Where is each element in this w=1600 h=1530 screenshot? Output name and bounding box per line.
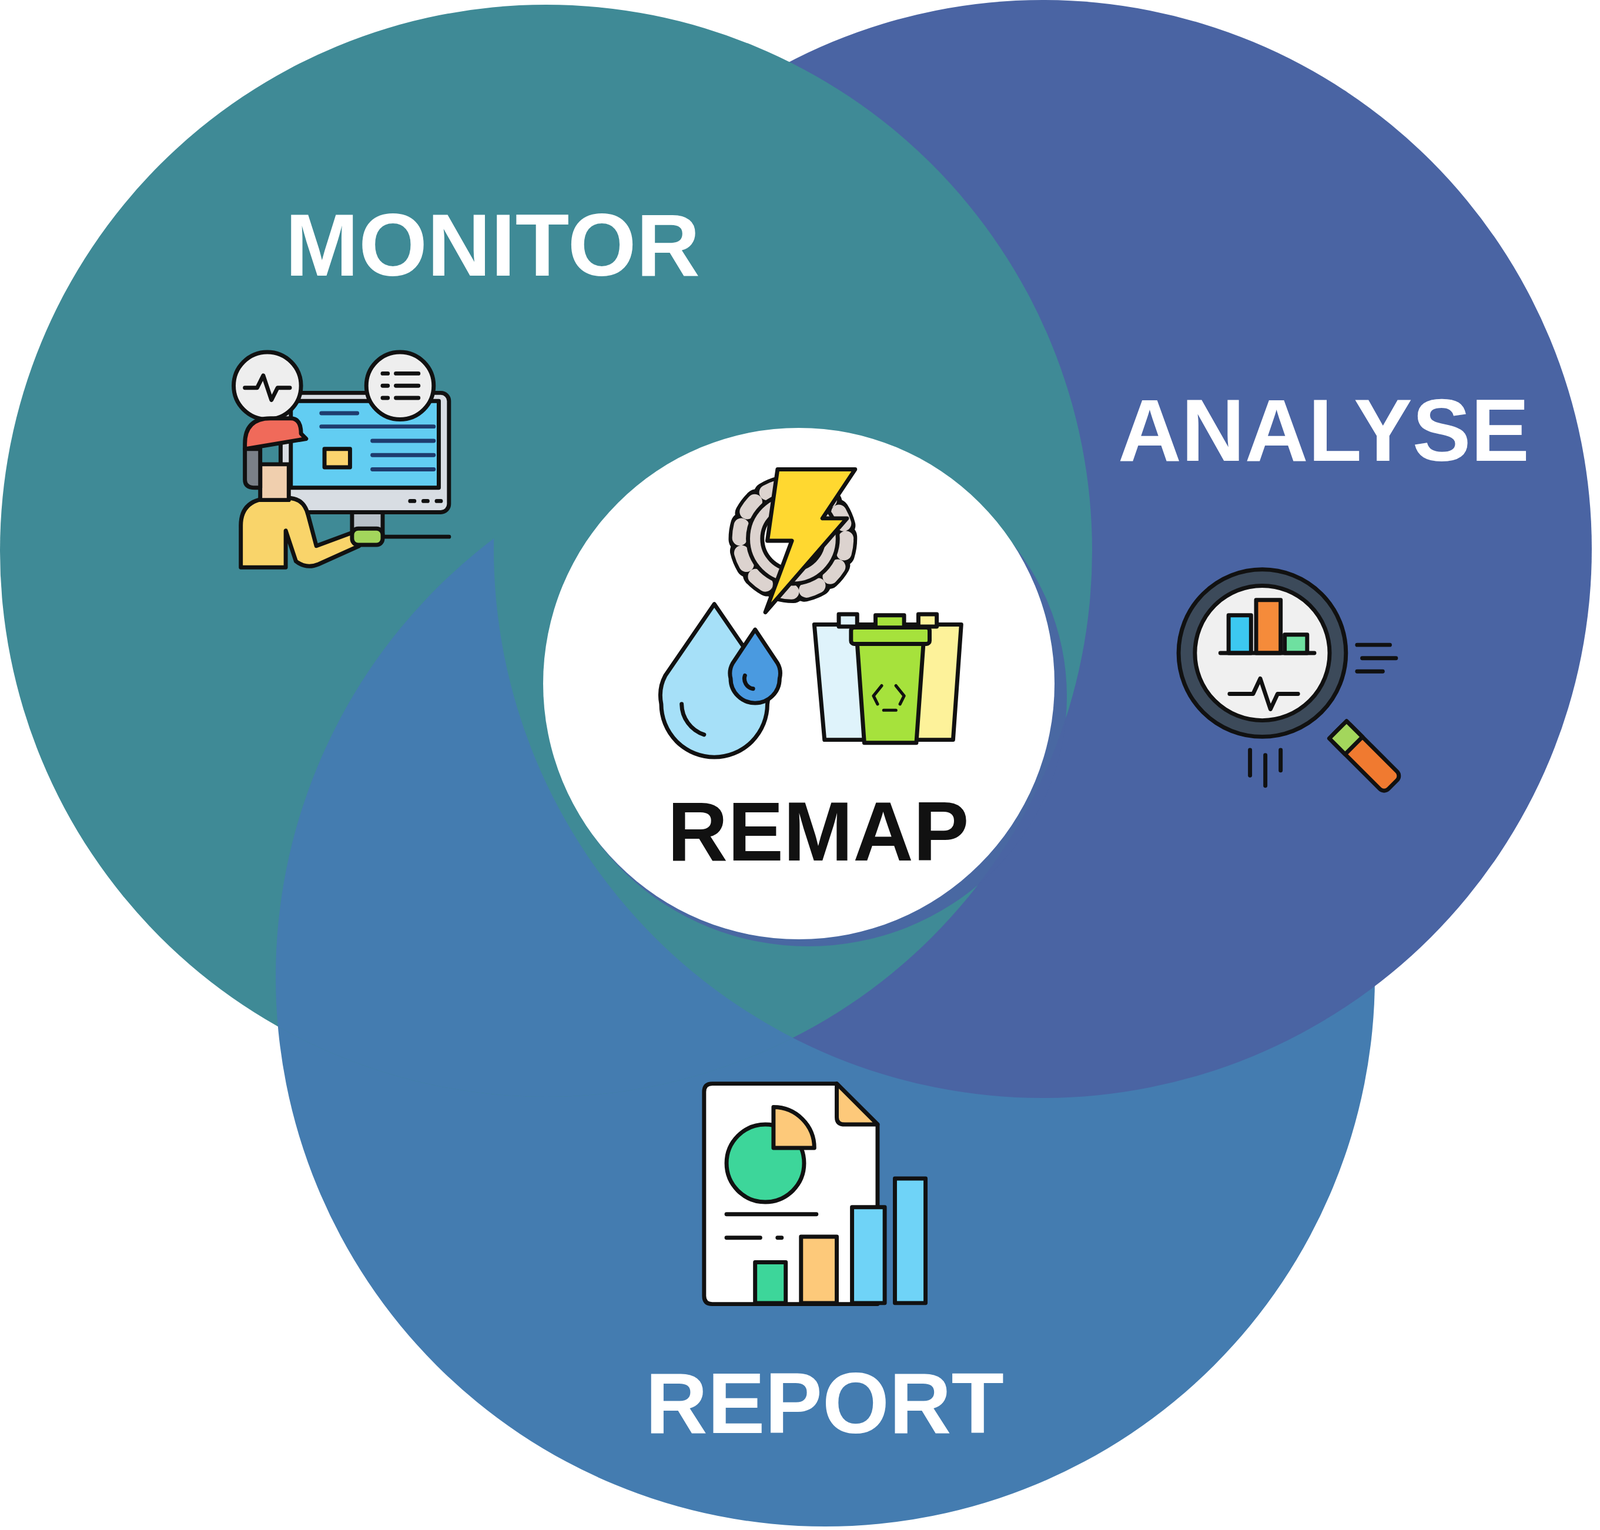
monitor-icon xyxy=(233,352,450,568)
energy-gear-icon xyxy=(740,469,856,613)
circle-label: REPORT xyxy=(645,1360,1004,1446)
center-circle: REMAP xyxy=(543,427,1055,940)
venn-circle: ANALYSE xyxy=(493,0,1592,1099)
water-drop-icon xyxy=(660,604,781,758)
circle-label: ANALYSE xyxy=(1118,386,1530,475)
center-title: REMAP xyxy=(667,790,970,874)
center-disc xyxy=(543,427,1055,940)
recycling-bins-icon xyxy=(814,614,962,743)
circle-label: MONITOR xyxy=(285,201,701,290)
venn-circle: REPORT xyxy=(275,427,1375,1527)
report-icon xyxy=(704,1083,926,1305)
magnifier-icon xyxy=(1178,569,1402,794)
venn-circle: MONITOR xyxy=(0,4,1093,1097)
